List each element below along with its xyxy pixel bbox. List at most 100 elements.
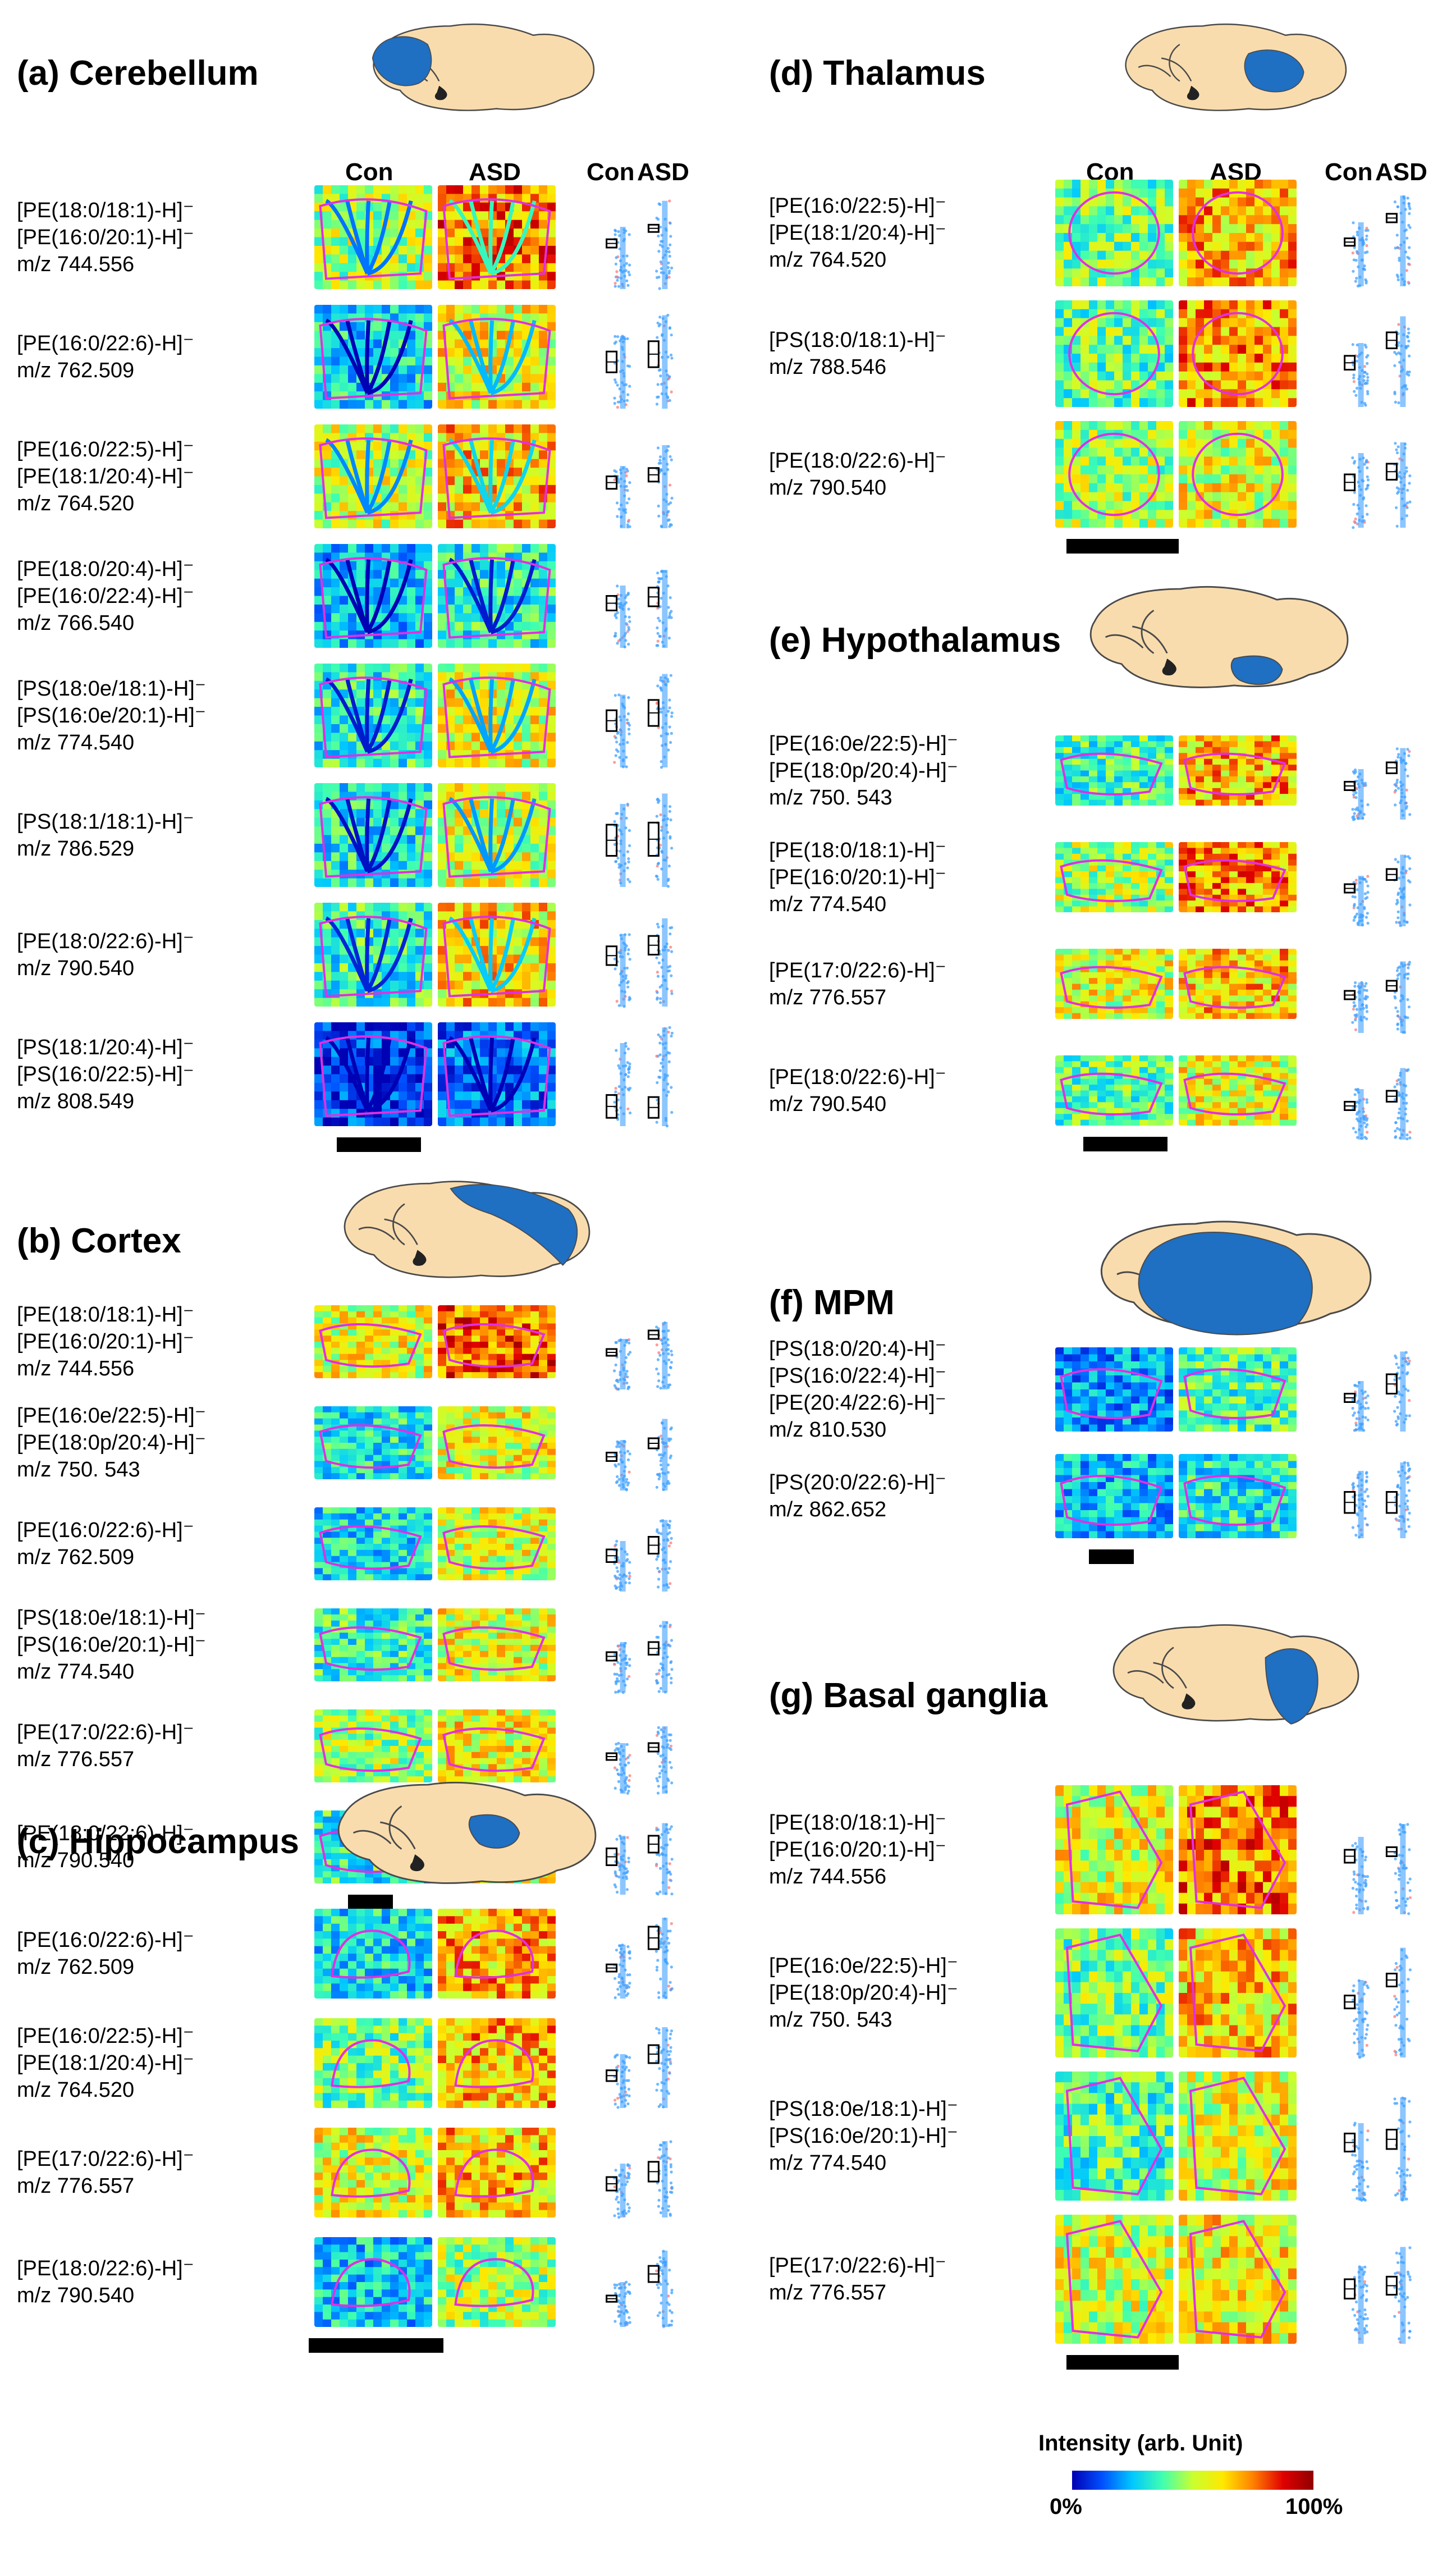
scatter-point xyxy=(1393,200,1397,204)
lipid-label: [PE(16:0/22:6)-H]⁻m/z 762.509 xyxy=(17,330,194,384)
scatter-point xyxy=(1366,921,1370,925)
scatter-point xyxy=(1351,1844,1354,1848)
scatter-point xyxy=(670,2029,674,2033)
scatter-point xyxy=(614,1386,617,1389)
scatter-point xyxy=(626,1677,629,1681)
scatter-point xyxy=(613,2283,616,2287)
lipid-species: [PE(18:0p/20:4)-H]⁻ xyxy=(769,758,958,783)
scatter-point xyxy=(670,1766,673,1769)
scatter-point xyxy=(1407,1476,1410,1479)
lipid-label: [PE(18:0/18:1)-H]⁻[PE(16:0/20:1)-H]⁻m/z … xyxy=(769,1809,946,1890)
ms-image-con xyxy=(1055,1785,1173,1914)
scatter-point xyxy=(1354,1088,1358,1091)
scatter-point xyxy=(627,607,630,611)
scatter-point xyxy=(1354,394,1358,397)
panel-title: (f) MPM xyxy=(769,1283,895,1322)
scatter-point xyxy=(658,1069,662,1072)
scatter-point xyxy=(1408,1489,1411,1492)
scatter-point xyxy=(1394,1121,1398,1124)
lipid-label: [PS(18:1/18:1)-H]⁻m/z 786.529 xyxy=(17,808,194,862)
ms-image-asd xyxy=(438,2128,556,2217)
scatter-point xyxy=(617,1747,620,1750)
scatter-point xyxy=(617,1441,620,1444)
scatter-point xyxy=(628,620,631,623)
scatter-point xyxy=(1363,1858,1367,1862)
scatter-point xyxy=(1407,223,1411,227)
scatter-point xyxy=(1395,1906,1399,1909)
scatter-point xyxy=(617,1064,620,1067)
scatter-point xyxy=(614,1090,617,1094)
mz-value: m/z 744.556 xyxy=(17,1357,135,1380)
scatter-point xyxy=(669,611,672,615)
scatter-point xyxy=(668,1761,672,1764)
lipid-species: [PE(18:0p/20:4)-H]⁻ xyxy=(17,1431,206,1455)
scatter-point xyxy=(614,736,617,739)
colorbar-title: Intensity (arb. Unit) xyxy=(1038,2431,1243,2456)
scatter-point xyxy=(658,2148,662,2151)
scatter-point xyxy=(1352,1878,1356,1881)
scatter-point xyxy=(657,1991,661,1995)
scatter-point xyxy=(614,340,617,344)
scatter-point xyxy=(1408,204,1411,208)
scatter-point xyxy=(625,718,629,721)
mz-value: m/z 776.557 xyxy=(17,1748,135,1771)
lipid-species: [PE(16:0/20:1)-H]⁻ xyxy=(769,1838,946,1862)
scatter-point xyxy=(1365,916,1368,919)
distribution-bar xyxy=(1358,1980,1364,2057)
scatter-point xyxy=(669,501,672,505)
scatter-point xyxy=(656,1567,660,1570)
scatter-point xyxy=(1397,876,1401,880)
scatter-point xyxy=(628,385,631,388)
scatter-point xyxy=(626,1061,629,1064)
distribution-bar xyxy=(1358,1471,1364,1538)
lipid-species: [PE(18:0/18:1)-H]⁻ xyxy=(17,198,194,222)
lipid-label: [PE(18:0/18:1)-H]⁻[PE(16:0/20:1)-H]⁻m/z … xyxy=(17,1301,194,1382)
scatter-point xyxy=(1407,963,1411,966)
scatter-point xyxy=(1363,892,1367,895)
scatter-point xyxy=(1366,379,1369,382)
scatter-point xyxy=(1397,445,1400,449)
scatter-point xyxy=(1394,2193,1397,2197)
scatter-point xyxy=(1405,1956,1409,1959)
scatter-point xyxy=(670,2319,674,2323)
scatter-point xyxy=(626,1047,630,1050)
scatter-point xyxy=(669,243,672,246)
scatter-point xyxy=(626,1458,630,1461)
scatter-point xyxy=(1394,858,1397,861)
scatter-point xyxy=(617,1981,621,1985)
mz-value: m/z 790.540 xyxy=(17,2284,135,2307)
scatter-point xyxy=(1408,1896,1412,1899)
scatter-point xyxy=(1366,466,1369,469)
scatter-point xyxy=(1364,1855,1367,1859)
scatter-point xyxy=(628,1658,631,1661)
scatter-point xyxy=(628,497,631,501)
scatter-point xyxy=(1408,1131,1412,1134)
scatter-point xyxy=(656,865,659,868)
scatter-point xyxy=(667,1373,671,1377)
scatter-point xyxy=(628,1062,631,1066)
scatter-point xyxy=(667,250,671,254)
scatter-point xyxy=(1353,1873,1356,1876)
ms-image-asd xyxy=(438,305,556,409)
scatter-point xyxy=(614,1465,617,1468)
scatter-point xyxy=(1406,1518,1409,1521)
scatter-point xyxy=(616,2097,620,2100)
scatter-point xyxy=(627,2087,630,2091)
scatter-point xyxy=(626,981,629,985)
scatter-point xyxy=(615,1768,619,1772)
ms-image-con xyxy=(314,2237,432,2327)
scatter-point xyxy=(659,1519,662,1523)
distribution-bar xyxy=(1400,2247,1406,2344)
scatter-point xyxy=(657,1585,660,1589)
scatter-point xyxy=(669,836,672,840)
scatter-point xyxy=(656,1358,660,1361)
scatter-point xyxy=(615,1586,619,1589)
distribution-bar xyxy=(662,1322,668,1389)
scatter-point xyxy=(670,1350,673,1353)
brainstem-mark xyxy=(1187,85,1199,100)
scatter-point xyxy=(1397,916,1400,920)
scatter-point xyxy=(1407,344,1410,347)
scatter-point xyxy=(628,2056,631,2059)
scatter-point xyxy=(656,971,659,974)
distribution-bar xyxy=(662,2141,668,2217)
